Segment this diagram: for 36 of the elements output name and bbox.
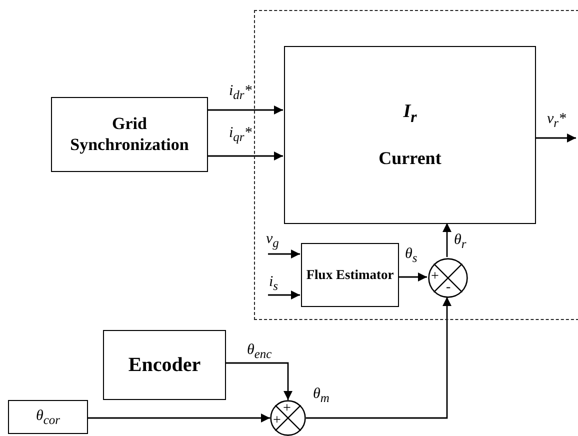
process-block (103, 330, 226, 400)
arrow (306, 297, 452, 419)
process-block (301, 243, 399, 307)
process-block (51, 97, 208, 172)
process-block (8, 400, 88, 434)
edge-label: i$_{s}$ (268, 275, 280, 292)
sign-label: - (446, 281, 451, 295)
summing-junction (428, 258, 468, 298)
sign-label: + (273, 414, 281, 428)
edge-label: i$_{qr}$* (228, 126, 253, 144)
sign-label: + (431, 270, 439, 284)
block-label: Flux Estimator (306, 266, 394, 284)
arrow (88, 414, 270, 422)
arrow (226, 362, 292, 400)
edge-label: θ$_{s}$ (404, 247, 418, 264)
dashed-boundary (254, 10, 578, 320)
block-label: Encoder (128, 353, 201, 377)
block-label: Current (378, 148, 442, 170)
block-symbol: I$_{r}$ (403, 100, 417, 128)
summing-junction (270, 400, 306, 436)
edge-label: θ$_{r}$ (453, 233, 468, 250)
arrow (208, 106, 283, 114)
arrow (398, 272, 427, 282)
arrow (208, 152, 283, 160)
edge-label: θ$_{enc}$ (246, 343, 273, 360)
arrow (535, 134, 576, 142)
edge-label: i$_{dr}$* (228, 84, 253, 102)
arrow (268, 290, 300, 300)
arrow (268, 250, 300, 258)
block-label: θ$_{cor}$ (36, 406, 60, 428)
arrow (442, 223, 452, 257)
sign-label: + (283, 402, 291, 416)
edge-label: v$_{r}$* (546, 112, 568, 130)
block-label: Grid Synchronization (69, 114, 190, 155)
edge-label: θ$_{m}$ (312, 387, 330, 404)
process-block (284, 46, 536, 224)
